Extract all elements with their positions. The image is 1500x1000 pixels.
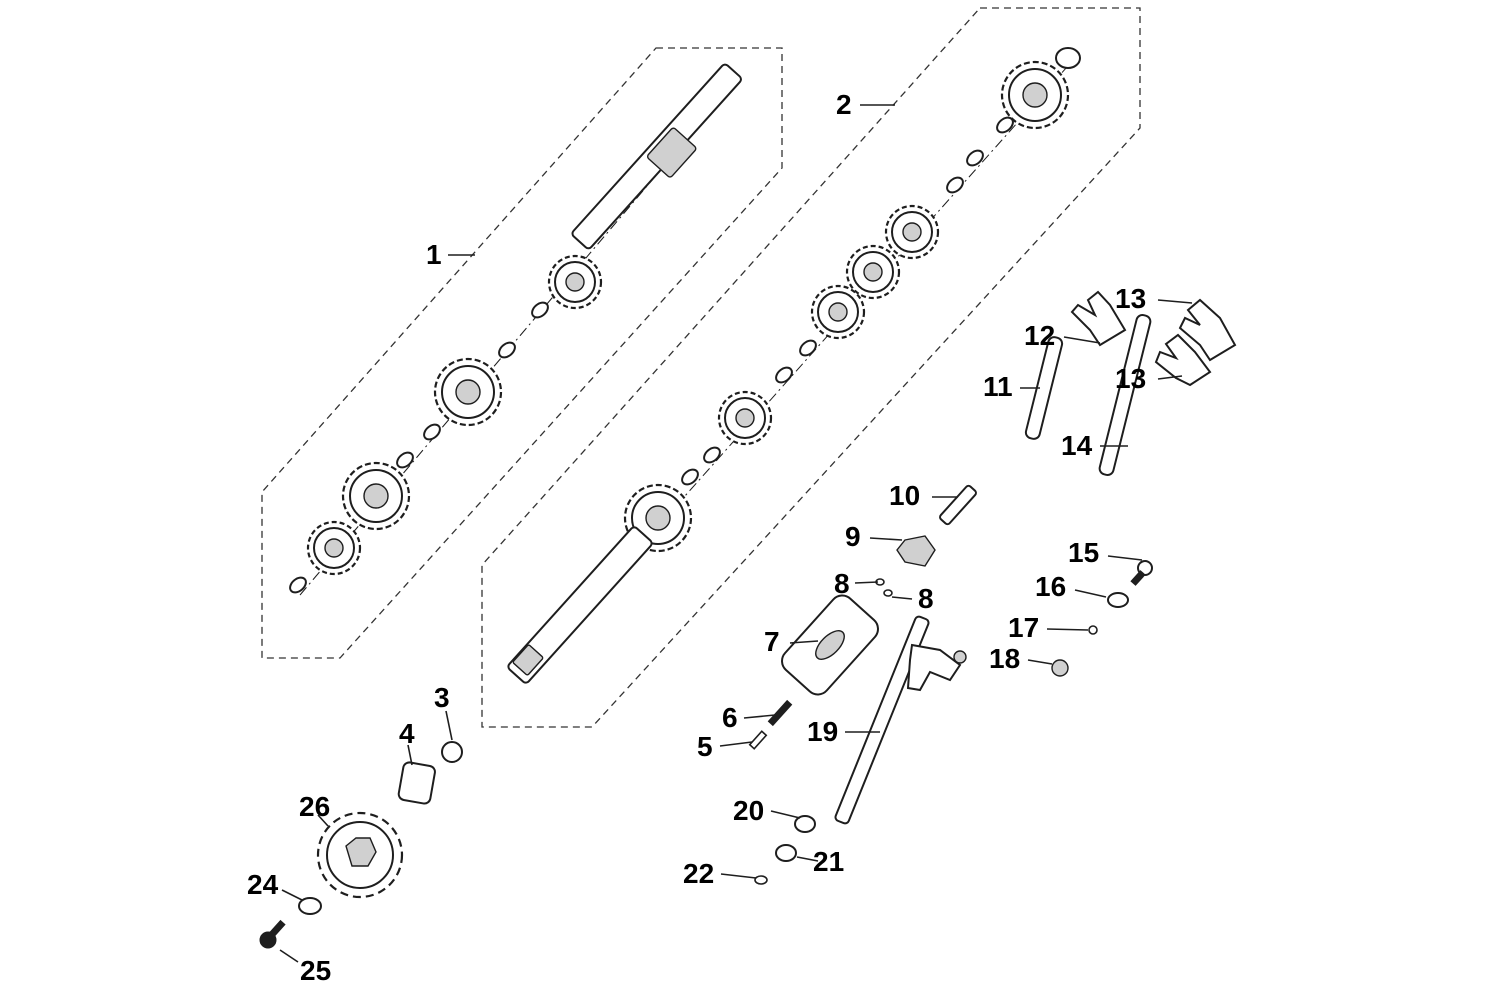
shift-drum-assembly — [748, 484, 977, 750]
dowel-pin — [883, 589, 893, 597]
mainshaft-assembly — [286, 63, 742, 597]
callout-7: 7 — [764, 626, 780, 657]
shift-drum-pin — [748, 730, 768, 750]
spring-18 — [1051, 659, 1069, 677]
mainshaft-gear-4 — [306, 520, 362, 576]
callout-21: 21 — [813, 846, 845, 877]
callout-26: 26 — [299, 791, 331, 822]
mainshaft-gear-2 — [433, 357, 503, 427]
circlip — [796, 336, 820, 360]
leader-lines — [279, 104, 1193, 963]
seal-21 — [775, 844, 797, 862]
callout-9: 9 — [845, 521, 861, 552]
washer-20 — [794, 815, 816, 833]
circlip — [963, 146, 987, 170]
callout-13b: 13 — [1115, 363, 1147, 394]
gearshift-shaft — [834, 615, 930, 825]
mainshaft-gear-3 — [341, 461, 411, 531]
callout-14: 14 — [1061, 430, 1093, 461]
countershaft-gear-5 — [717, 390, 773, 446]
callout-16: 16 — [1035, 571, 1067, 602]
countershaft-gear-4 — [810, 284, 866, 340]
group-outline-mainshaft — [261, 47, 783, 659]
shift-fork-12 — [1070, 290, 1127, 347]
callout-18: 18 — [989, 643, 1021, 674]
circlip — [700, 443, 724, 467]
shift-drum-spring — [767, 699, 793, 727]
callout-24: 24 — [247, 869, 279, 900]
callout-13a: 13 — [1115, 283, 1147, 314]
shift-fork-13-lower — [1154, 333, 1212, 387]
drum-stopper-plate — [896, 535, 936, 567]
circlip — [495, 338, 519, 362]
callout-22: 22 — [683, 858, 715, 889]
circlip — [393, 448, 417, 472]
countershaft-spline — [512, 644, 544, 676]
sprocket-assembly — [259, 741, 463, 949]
circlip — [943, 173, 967, 197]
group-outline-countershaft — [481, 7, 1141, 728]
callout-15: 15 — [1068, 537, 1100, 568]
callout-1: 1 — [426, 239, 442, 270]
callout-8b: 8 — [918, 583, 934, 614]
shift-drum-groove — [815, 630, 845, 660]
callout-12: 12 — [1024, 320, 1056, 351]
callout-4: 4 — [399, 718, 415, 749]
collar-4 — [397, 761, 436, 805]
countershaft-bearing-washer — [1055, 47, 1081, 69]
callout-10: 10 — [889, 480, 921, 511]
shift-fork-13-upper — [1178, 298, 1237, 362]
fork-rod-14 — [1098, 314, 1152, 476]
countershaft-gear-2 — [884, 204, 940, 260]
circlip — [420, 420, 444, 444]
countershaft — [507, 526, 653, 684]
callout-19: 19 — [807, 716, 839, 747]
countershaft-gear-3 — [845, 244, 901, 300]
callout-20: 20 — [733, 795, 765, 826]
callout-8a: 8 — [834, 568, 850, 599]
circlip — [678, 465, 702, 489]
o-ring-3 — [441, 741, 463, 763]
stopper-16 — [1107, 592, 1129, 608]
gearshift-arm-spring — [953, 650, 967, 664]
callout-2: 2 — [836, 89, 852, 120]
gearshift-assembly — [754, 560, 1153, 885]
gearshift-arm — [906, 643, 962, 692]
drum-bolt — [939, 484, 977, 526]
countershaft-assembly — [507, 47, 1081, 684]
circlip — [772, 363, 796, 387]
callout-11: 11 — [983, 371, 1013, 402]
shift-fork-assembly — [1024, 290, 1237, 476]
washer-17 — [1088, 625, 1098, 635]
callout-25: 25 — [300, 955, 332, 986]
mainshaft-gear-teeth — [646, 127, 697, 178]
clip-22 — [754, 875, 768, 885]
fork-rod-11 — [1024, 336, 1064, 440]
callout-6: 6 — [722, 702, 738, 733]
washer-24 — [298, 897, 322, 915]
mainshaft-gear-1 — [547, 254, 603, 310]
callout-17: 17 — [1008, 612, 1040, 643]
callout-5: 5 — [697, 731, 713, 762]
callout-3: 3 — [434, 682, 450, 713]
circlip — [286, 573, 310, 597]
